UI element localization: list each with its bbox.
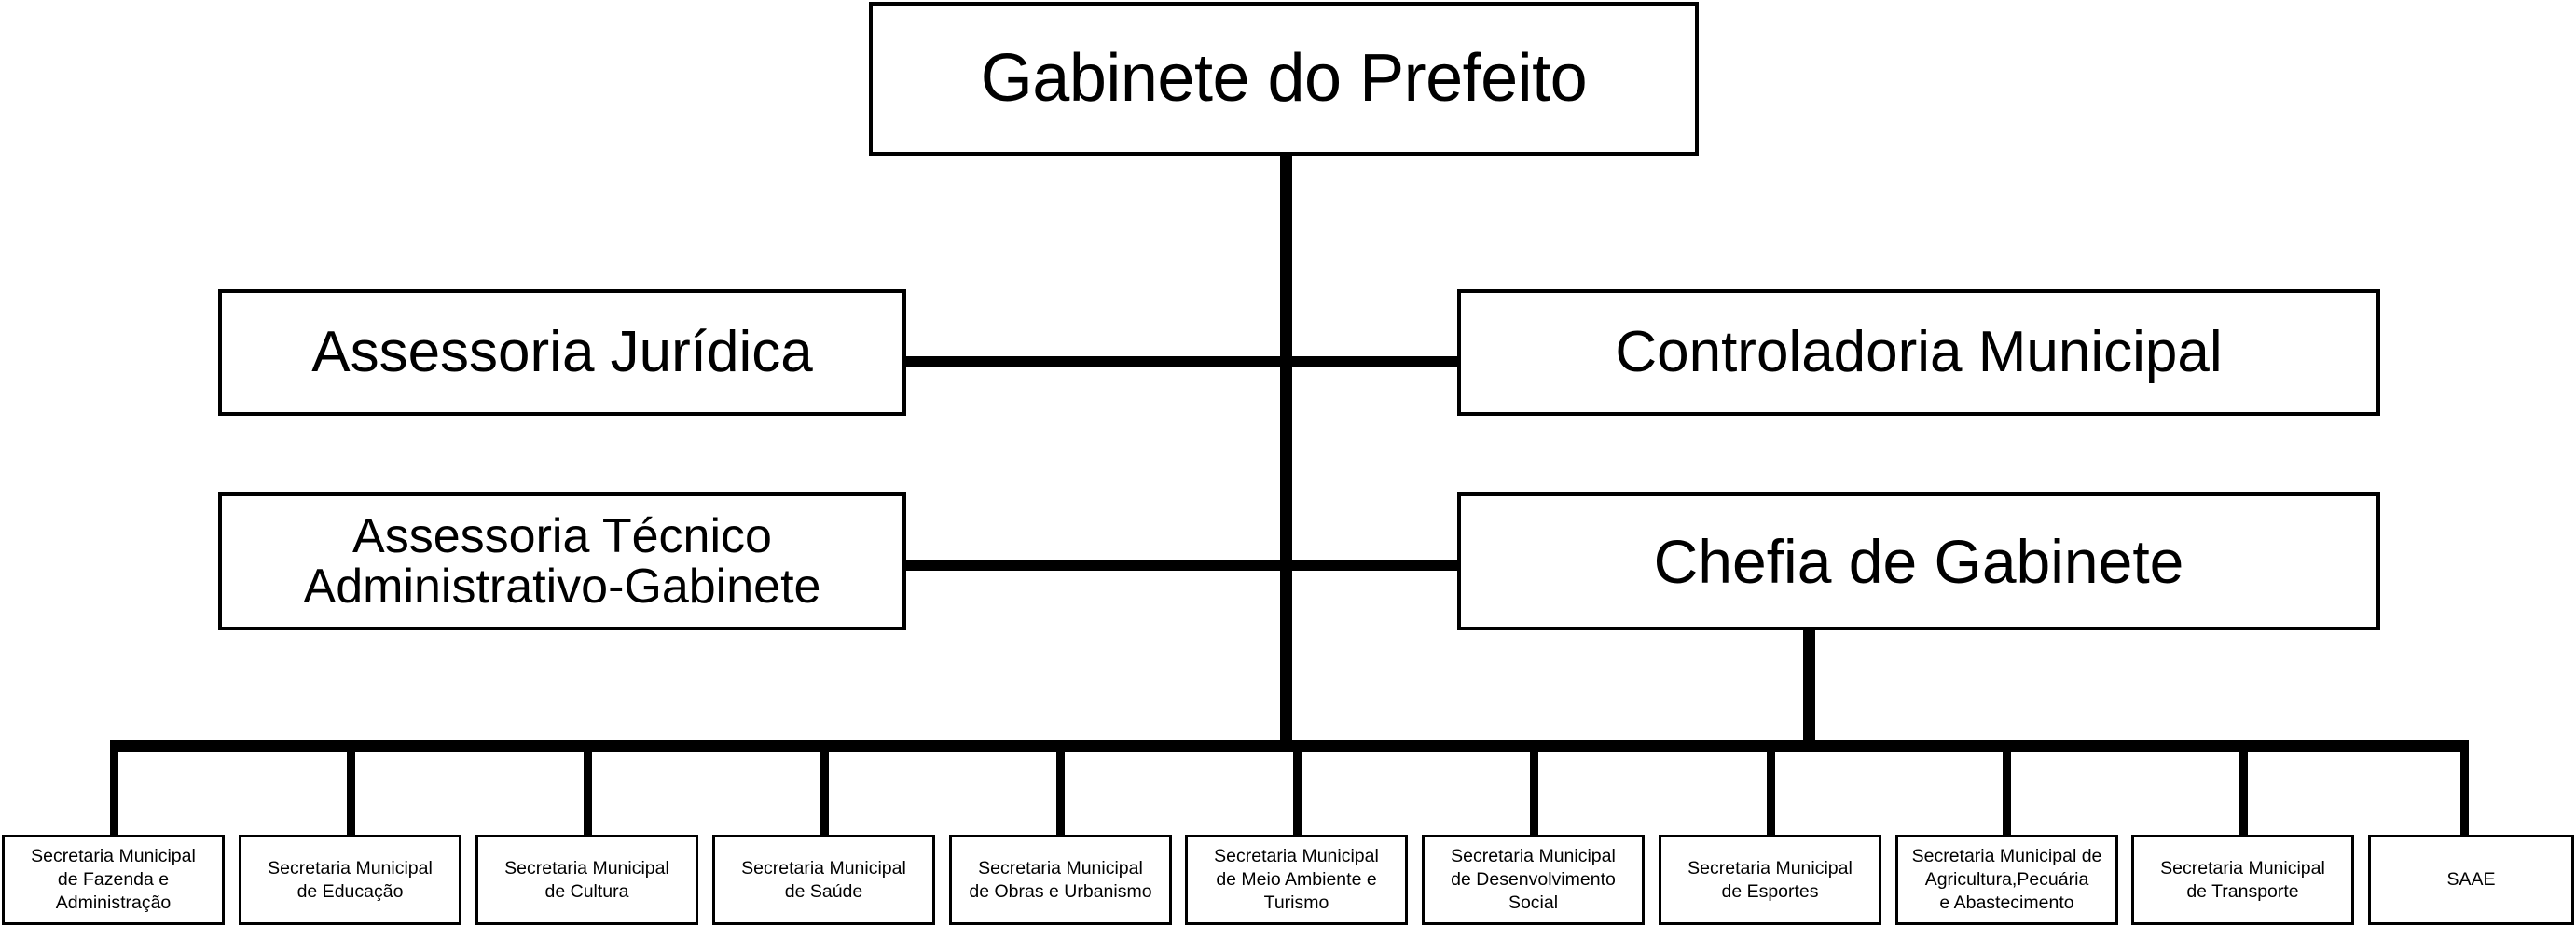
node-chefia-gabinete[interactable]: Chefia de Gabinete (1457, 492, 2380, 630)
node-saae[interactable]: SAAE (2368, 835, 2574, 925)
node-controladoria-municipal[interactable]: Controladoria Municipal (1457, 289, 2380, 416)
node-secretaria-desenvolvimento-social[interactable]: Secretaria Municipal de Desenvolvimento … (1422, 835, 1645, 925)
connector-distribution-bar (110, 740, 2469, 752)
node-label-secretaria-meio-ambiente: Secretaria Municipal de Meio Ambiente e … (1214, 846, 1379, 913)
connector-drop-saude (820, 746, 829, 837)
node-secretaria-transporte[interactable]: Secretaria Municipal de Transporte (2131, 835, 2354, 925)
connector-drop-esportes (1767, 746, 1775, 837)
node-assessoria-juridica[interactable]: Assessoria Jurídica (218, 289, 906, 416)
connector-crossbar-level-two (902, 356, 1461, 367)
node-label-controladoria-municipal: Controladoria Municipal (1615, 319, 2223, 384)
connector-chefia-to-distribution-bar (1803, 627, 1815, 750)
connector-spine-vertical (1280, 152, 1292, 749)
node-label-secretaria-obras: Secretaria Municipal de Obras e Urbanism… (969, 857, 1152, 902)
node-label-secretaria-agricultura: Secretaria Municipal de Agricultura,Pecu… (1911, 846, 2102, 913)
node-label-assessoria-tecnico-administrativo: Assessoria Técnico Administrativo-Gabine… (303, 508, 821, 614)
node-secretaria-meio-ambiente[interactable]: Secretaria Municipal de Meio Ambiente e … (1185, 835, 1408, 925)
connector-drop-transporte (2239, 746, 2248, 837)
node-label-secretaria-desenvolvimento-social: Secretaria Municipal de Desenvolvimento … (1451, 846, 1616, 913)
connector-drop-meio-ambiente (1293, 746, 1302, 837)
connector-drop-desenvolvimento-social (1530, 746, 1538, 837)
node-secretaria-saude[interactable]: Secretaria Municipal de Saúde (712, 835, 935, 925)
node-assessoria-tecnico-administrativo[interactable]: Assessoria Técnico Administrativo-Gabine… (218, 492, 906, 630)
node-gabinete-prefeito[interactable]: Gabinete do Prefeito (869, 2, 1699, 156)
connector-crossbar-level-three (902, 560, 1461, 571)
node-secretaria-obras[interactable]: Secretaria Municipal de Obras e Urbanism… (949, 835, 1172, 925)
node-secretaria-esportes[interactable]: Secretaria Municipal de Esportes (1659, 835, 1881, 925)
connector-drop-saae (2460, 746, 2469, 837)
connector-drop-educacao (347, 746, 355, 837)
node-secretaria-cultura[interactable]: Secretaria Municipal de Cultura (475, 835, 698, 925)
node-label-gabinete-prefeito: Gabinete do Prefeito (980, 41, 1588, 117)
node-label-secretaria-transporte: Secretaria Municipal de Transporte (2160, 857, 2325, 902)
node-label-chefia-gabinete: Chefia de Gabinete (1653, 526, 2184, 596)
connector-drop-agricultura (2003, 746, 2011, 837)
node-secretaria-educacao[interactable]: Secretaria Municipal de Educação (239, 835, 461, 925)
connector-drop-obras (1056, 746, 1065, 837)
node-label-secretaria-saude: Secretaria Municipal de Saúde (741, 857, 906, 902)
node-label-secretaria-esportes: Secretaria Municipal de Esportes (1687, 857, 1853, 902)
node-label-saae: SAAE (2446, 869, 2496, 891)
connector-drop-fazenda (110, 746, 118, 837)
node-label-secretaria-cultura: Secretaria Municipal de Cultura (504, 857, 669, 902)
connector-drop-cultura (584, 746, 592, 837)
node-label-secretaria-fazenda: Secretaria Municipal de Fazenda e Admini… (31, 846, 196, 913)
node-label-assessoria-juridica: Assessoria Jurídica (311, 319, 813, 384)
node-secretaria-agricultura[interactable]: Secretaria Municipal de Agricultura,Pecu… (1895, 835, 2118, 925)
node-secretaria-fazenda[interactable]: Secretaria Municipal de Fazenda e Admini… (2, 835, 225, 925)
node-label-secretaria-educacao: Secretaria Municipal de Educação (268, 857, 433, 902)
